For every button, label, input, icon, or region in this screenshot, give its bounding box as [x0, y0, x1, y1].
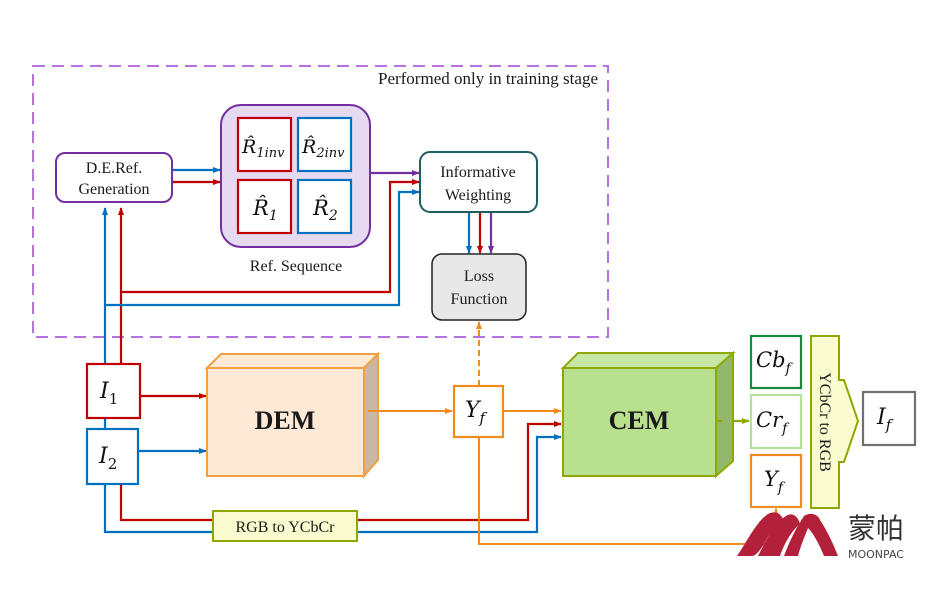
input-i2-base: I: [98, 444, 109, 469]
deref-label-line2: Generation: [78, 181, 149, 198]
output-yf-sub: f: [777, 480, 786, 496]
connector-i2-to-weighting: [105, 189, 420, 307]
ref-r1-box: [236, 178, 293, 235]
ref-sequence-label: Ref. Sequence: [250, 258, 342, 275]
watermark-cn: 蒙帕: [848, 512, 904, 545]
loss-label-line2: Function: [451, 291, 508, 308]
rgb-to-ycbcr-node: RGB to YCbCr: [212, 510, 358, 542]
output-cr-base: Cr: [756, 408, 784, 432]
ref-r2-sub: 2: [328, 208, 338, 224]
input-i1-sub: 1: [109, 390, 119, 408]
input-i1-base: I: [99, 379, 110, 404]
ref-r2inv-box: [296, 116, 353, 173]
dem-block: DEM: [204, 351, 381, 479]
cem-block: CEM: [560, 350, 736, 479]
moonpac-watermark: 蒙帕 MOONPAC: [737, 512, 904, 561]
svg-text:R̂2: R̂2: [312, 196, 338, 224]
ref-sequence-node: R̂1inv R̂2inv R̂1 R̂2: [220, 104, 371, 248]
weighting-label-line2: Weighting: [445, 187, 511, 204]
ref-r2-box: [296, 178, 353, 235]
moonpac-logo-icon: [737, 512, 838, 556]
svg-text:Yf: Yf: [465, 398, 488, 427]
final-output-node: If: [861, 390, 917, 447]
training-region: [32, 65, 609, 338]
svg-text:I2: I2: [98, 444, 117, 473]
dem-label: DEM: [255, 406, 316, 435]
connector-i1-to-cem: [119, 421, 562, 522]
yf-mid-sub: f: [479, 409, 488, 427]
connector-i1-to-weighting: [121, 179, 420, 294]
loss-function-node: Loss Function: [431, 253, 527, 321]
connector-i2-to-cem: [103, 434, 562, 534]
final-output-sub: f: [885, 416, 894, 434]
ycbcr-to-rgb-label: YCbCr to RGB: [816, 372, 833, 472]
deref-label-line1: D.E.Ref.: [86, 160, 142, 177]
input-i2-node: I2: [85, 427, 140, 486]
ref-r1inv-sub: 1inv: [256, 146, 285, 161]
svg-text:Yf: Yf: [764, 467, 786, 496]
svg-text:I1: I1: [99, 379, 118, 408]
svg-text:R̂1: R̂1: [252, 196, 278, 224]
training-region-label: Performed only in training stage: [378, 69, 598, 88]
loss-label-line1: Loss: [464, 268, 494, 285]
ref-r1inv-box: [236, 116, 293, 173]
output-cb-sub: f: [785, 361, 794, 377]
input-i2-sub: 2: [108, 455, 118, 473]
yf-mid-base: Y: [465, 398, 482, 423]
ref-r2-base: R̂: [312, 196, 329, 220]
output-cr-node: Crf: [749, 393, 803, 450]
svg-text:If: If: [876, 405, 894, 434]
ref-r2inv-sub: 2inv: [315, 146, 345, 161]
yf-mid-node: Yf: [452, 384, 505, 439]
cem-label: CEM: [609, 406, 670, 435]
ref-r1-sub: 1: [269, 208, 278, 224]
svg-text:R̂2inv: R̂2inv: [301, 136, 345, 161]
output-yf-base: Y: [764, 467, 780, 491]
output-cr-sub: f: [781, 421, 790, 437]
ycbcr-to-rgb-node: YCbCr to RGB: [810, 335, 860, 509]
informative-weighting-node: Informative Weighting: [419, 151, 538, 213]
input-i1-node: I1: [85, 362, 142, 420]
output-yf-node: Yf: [749, 453, 803, 509]
ref-r1-base: R̂: [252, 196, 269, 220]
ref-r2inv-base: R̂: [301, 136, 316, 158]
svg-text:R̂1inv: R̂1inv: [241, 136, 285, 161]
ref-r1inv-base: R̂: [241, 136, 256, 158]
deref-generation-node: D.E.Ref. Generation: [55, 152, 173, 203]
watermark-en: MOONPAC: [848, 548, 904, 561]
output-cb-base: Cb: [756, 348, 786, 372]
rgb-to-ycbcr-label: RGB to YCbCr: [236, 519, 336, 536]
weighting-label-line1: Informative: [440, 164, 516, 181]
final-output-base: I: [876, 405, 887, 430]
svg-text:Crf: Crf: [756, 408, 790, 437]
svg-text:Cbf: Cbf: [756, 348, 794, 377]
output-cb-node: Cbf: [749, 334, 803, 390]
